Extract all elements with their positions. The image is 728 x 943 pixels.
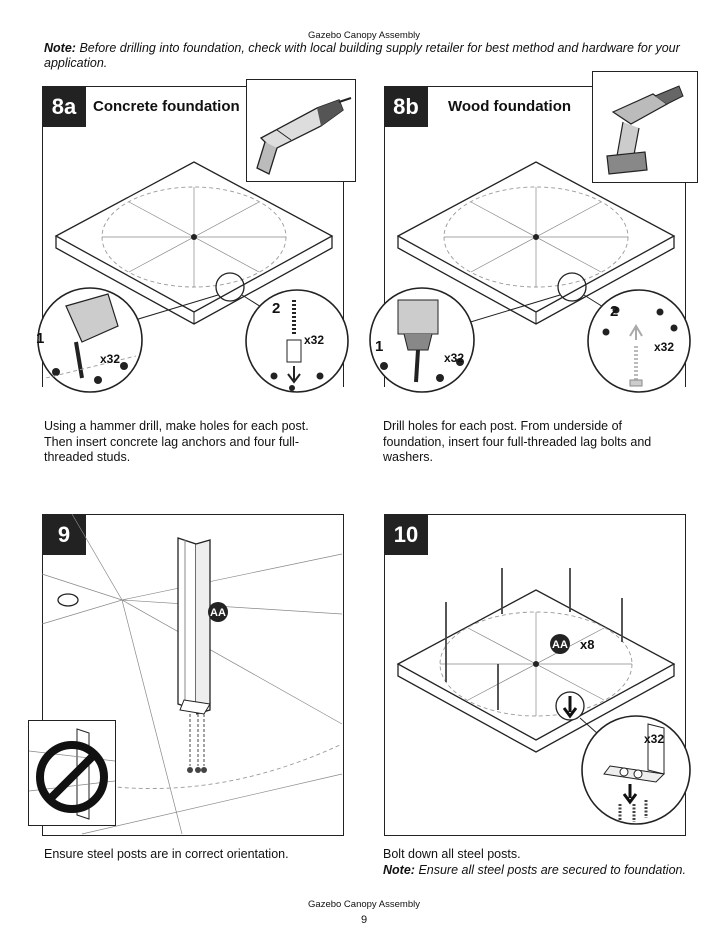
step-8a-detail-2 [245,289,349,393]
hammer-drill-box [246,79,356,182]
step-8b-title: Wood foundation [448,98,572,115]
step-8b-detail-1 [369,287,475,393]
note-label: Note: [44,41,76,55]
step-10-detail [581,715,691,825]
step-8b-callout-1: 1 [375,338,384,355]
step-8b-qty-2: x32 [654,340,675,354]
note-block: Note: Before drilling into foundation, c… [44,41,694,71]
step-9-part-label: AA [210,607,226,619]
footer-title: Gazebo Canopy Assembly [308,899,420,910]
step-8a-qty-1: x32 [100,352,121,366]
step-10-note: Note: Ensure all steel posts are secured… [383,863,693,879]
step-10-part-label: AA [552,639,568,651]
step-10-caption-block: Bolt down all steel posts. Note: Ensure … [383,847,693,878]
step-8a-caption: Using a hammer drill, make holes for eac… [44,419,309,464]
step-10-illustration: AA x8 [396,568,676,753]
step-8a-callout-1: 1 [36,330,45,347]
step-10-note-label: Note: [383,862,415,877]
step-9-illustration: AA [41,513,343,835]
step-8b-detail-2 [587,289,691,393]
cordless-drill-icon [606,85,684,175]
step-8a-title: Concrete foundation [93,98,240,115]
step-8b-illustration [396,161,676,331]
step-8b-qty-1: x32 [444,351,465,365]
step-8a-callout-2: 2 [272,300,281,317]
step-8b-badge: 8b [384,87,428,127]
step-10-caption: Bolt down all steel posts. [383,847,521,861]
step-10-note-text: Ensure all steel posts are secured to fo… [418,862,686,877]
document-header: Gazebo Canopy Assembly [308,30,420,41]
step-10-badge: 10 [384,515,428,555]
step-8a-illustration [54,161,334,331]
step-9-caption: Ensure steel posts are in correct orient… [44,847,289,861]
hammer-drill-icon [256,97,352,175]
note-text: Before drilling into foundation, check w… [44,41,680,70]
step-8a-detail-1 [37,287,143,393]
step-8b-callout-2: 2 [610,303,619,320]
arrow-down-icon [562,696,578,719]
step-8b-caption: Drill holes for each post. From undersid… [383,419,652,464]
orientation-warning-box [28,720,116,826]
step-8a-qty-2: x32 [304,333,325,347]
step-9-badge: 9 [42,515,86,555]
step-8a-badge: 8a [42,87,86,127]
cordless-drill-box [592,71,698,183]
step-10-qty-posts: x8 [580,637,594,652]
step-10-qty-bolts: x32 [644,732,665,746]
page-number: 9 [360,914,368,926]
prohibited-icon [28,728,116,820]
